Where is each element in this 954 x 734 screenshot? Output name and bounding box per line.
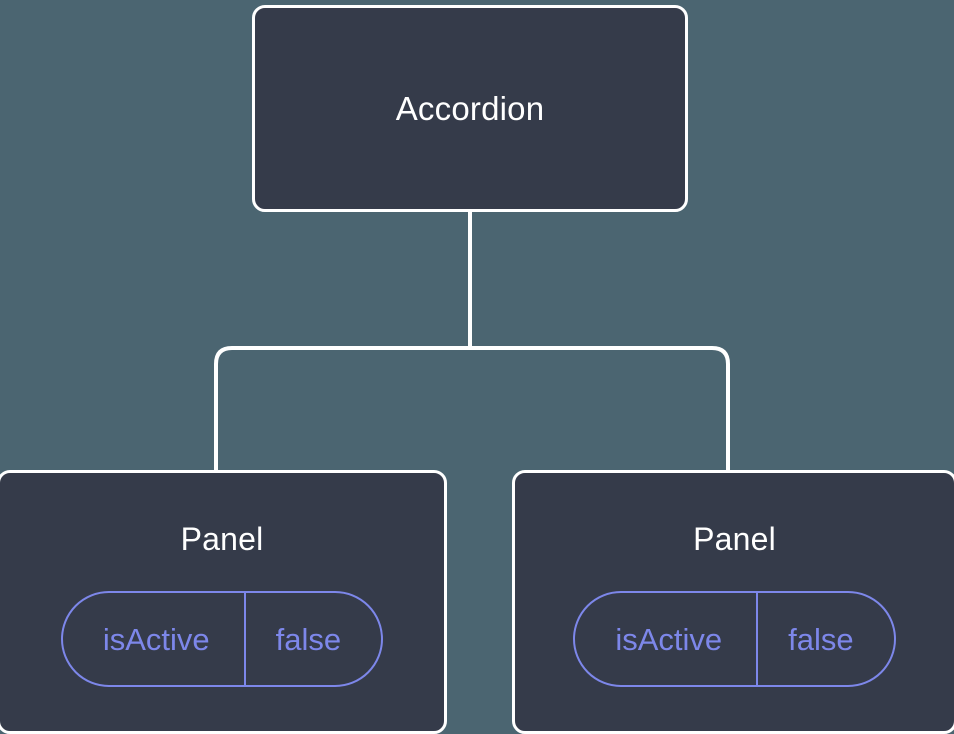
node-accordion[interactable]: Accordion [252,5,688,212]
state-pill-value: false [756,593,893,685]
connector-branch-right [470,346,730,474]
node-panel-right-title: Panel [693,521,776,557]
connector-branch-left [214,346,470,474]
node-panel-left[interactable]: Panel isActive false [0,470,447,734]
state-pill-panel-left[interactable]: isActive false [60,591,384,687]
state-pill-key: isActive [615,621,723,657]
node-panel-left-title: Panel [180,521,264,557]
state-pill-panel-right[interactable]: isActive false [573,591,896,687]
state-pill-value: false [243,593,381,685]
node-panel-right[interactable]: Panel isActive false [512,470,954,734]
node-accordion-title: Accordion [395,90,545,127]
state-pill-key: isActive [102,621,210,657]
